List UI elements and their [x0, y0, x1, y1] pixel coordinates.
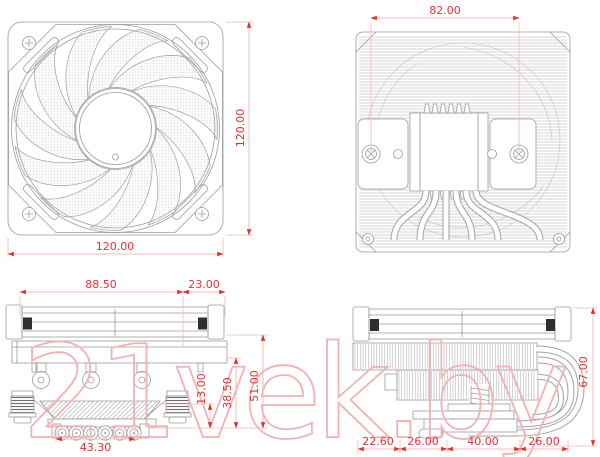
right-bracket-rail — [477, 112, 489, 192]
dim-base-height: 13.00 — [195, 373, 208, 405]
dim-mid-height: 38.50 — [221, 377, 234, 409]
dim-overhang: 23.00 — [188, 278, 220, 291]
corner-screw-holes — [362, 233, 565, 245]
fan-rubber-pad — [370, 319, 379, 331]
left-spring-screw-top — [361, 144, 381, 164]
heatpipe-cross-sections — [54, 425, 142, 441]
corner-chamfers — [355, 31, 571, 253]
left-mount-plate — [357, 118, 409, 190]
right-spring-screw — [163, 390, 192, 424]
right-small-screw — [487, 149, 497, 159]
right-spring-screw-top — [509, 144, 529, 164]
upper-fin-lines — [354, 344, 534, 369]
left-spring-screw — [8, 390, 37, 424]
lower-fin-stack — [396, 369, 539, 401]
top-plate — [419, 112, 479, 192]
fan-profile — [5, 304, 225, 340]
left-small-screw — [393, 149, 403, 159]
dim-total-height: 67.00 — [577, 356, 590, 388]
heatpipes-top — [390, 190, 544, 241]
standoffs — [32, 362, 151, 389]
side-front-view — [5, 304, 228, 441]
fan-front-view — [7, 21, 224, 236]
left-bracket-rail — [409, 112, 421, 192]
fan-hub — [75, 88, 156, 169]
dim-body-width: 88.50 — [85, 278, 117, 291]
dim-top-width: 82.00 — [429, 4, 461, 17]
heatsink-outline — [355, 31, 571, 253]
dim-seg4: 26.00 — [528, 435, 560, 448]
base-block — [412, 403, 518, 439]
fan-rubber-pad — [546, 319, 555, 331]
dim-seg2: 26.00 — [407, 435, 439, 448]
fan-rim-outer — [11, 24, 220, 233]
fan-rubber-pad — [23, 317, 32, 330]
mounting-assembly — [357, 103, 537, 200]
fin-stack-edge — [11, 340, 228, 373]
side-profile-view — [352, 306, 585, 439]
heatsink-top-view — [355, 31, 571, 253]
watermark: 21vek.by — [22, 319, 565, 457]
dim-heatpipe-span: 43.30 — [80, 441, 112, 454]
dim-seg1: 22.60 — [362, 435, 394, 448]
dim-fan-height: 120.00 — [234, 109, 247, 148]
fan-profile — [352, 306, 572, 342]
dimensions: 120.00 120.00 82.00 88.50 23.00 43.30 13… — [7, 4, 597, 454]
dim-height-no-fan: 51.00 — [248, 370, 261, 402]
dim-fan-width: 120.00 — [96, 240, 135, 253]
dim-seg3: 40.00 — [467, 435, 499, 448]
heatpipes-side — [468, 345, 585, 437]
fan-frame — [7, 21, 224, 236]
fan-corner-screw-holes — [22, 36, 209, 221]
fan-octagon-frame — [8, 24, 223, 233]
fan-rubber-pad — [198, 317, 207, 330]
fan-blades — [13, 26, 218, 231]
